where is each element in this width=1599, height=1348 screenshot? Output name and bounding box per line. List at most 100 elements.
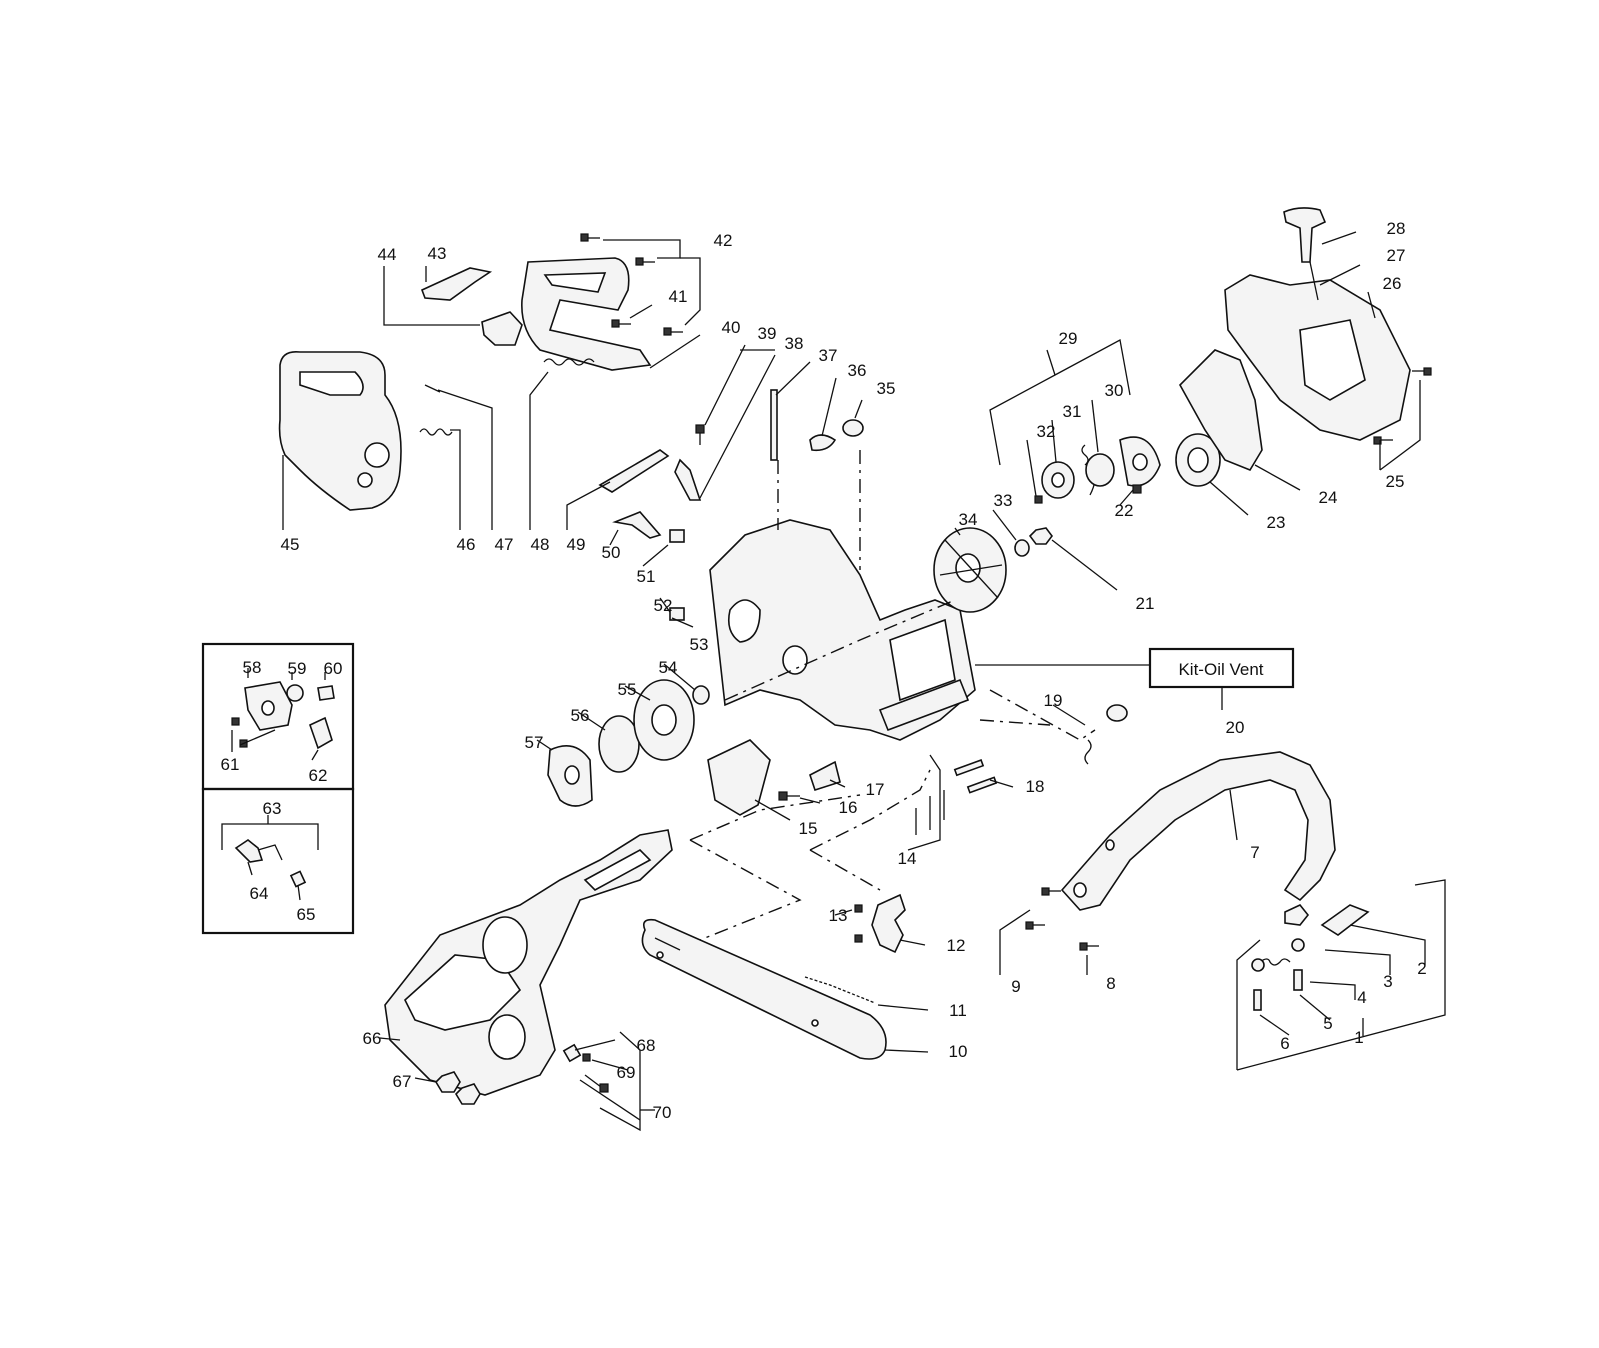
chain-tensioner-parts [562,1043,609,1093]
part-number-64: 64 [250,884,269,903]
deflector-17-part [809,760,841,792]
part-number-31: 31 [1063,402,1082,421]
clutch-assembly-parts [1034,436,1161,504]
part-number-8: 8 [1106,974,1115,993]
spring-46-part [419,428,453,436]
screws-13-part [854,904,863,943]
part-number-6: 6 [1280,1034,1289,1053]
front-handle-bar-part [1060,751,1336,911]
part-number-14: 14 [898,849,917,868]
part-number-41: 41 [669,287,688,306]
part-number-37: 37 [819,346,838,365]
part-number-10: 10 [949,1042,968,1061]
trigger-part [420,267,493,301]
crankcase-part [709,519,976,741]
part-number-55: 55 [618,680,637,699]
handle-mount-parts [1251,904,1370,1011]
starter-housing-part [1224,274,1411,441]
kit-oil-vent-label: Kit-Oil Vent [1178,660,1263,679]
part-number-13: 13 [829,906,848,925]
starter-cord-part [1309,261,1319,301]
part-number-54: 54 [659,658,678,677]
part-number-53: 53 [690,635,709,654]
oil-line-inset-parts [221,815,319,901]
pins-14-part [915,790,945,835]
inset-box-oil-line [201,787,355,935]
screw-16-part [778,791,800,801]
part-number-1: 1 [1354,1028,1363,1047]
part-number-9: 9 [1011,977,1020,996]
part-number-60: 60 [324,659,343,678]
lockout-part [481,311,523,346]
screws-25-part [1373,367,1432,445]
part-number-25: 25 [1386,472,1405,491]
part-number-20: 20 [1226,718,1245,737]
part-number-43: 43 [428,244,447,263]
guide-bar-part [641,918,887,1060]
part-number-66: 66 [363,1029,382,1048]
part-number-70: 70 [653,1103,672,1122]
oil-vent-part [1084,704,1128,765]
part-number-12: 12 [947,936,966,955]
part-number-40: 40 [722,318,741,337]
part-number-45: 45 [281,535,300,554]
part-number-3: 3 [1383,972,1392,991]
washer-33-part [1014,539,1030,557]
clutch-side-parts [547,679,710,807]
screws-42-part [580,233,683,336]
part-number-49: 49 [567,535,586,554]
kit-oil-vent-box [1148,647,1295,689]
part-number-35: 35 [877,379,896,398]
bar-nuts-part [434,1071,481,1105]
oil-pump-inset-parts [231,668,335,761]
part-number-28: 28 [1387,219,1406,238]
part-number-52: 52 [654,596,673,615]
part-number-7: 7 [1250,843,1259,862]
part-number-42: 42 [714,231,733,250]
part-number-5: 5 [1323,1014,1332,1033]
handle-screws-part [1025,887,1099,951]
part-number-23: 23 [1267,513,1286,532]
part-number-51: 51 [637,567,656,586]
sprocket-cover-part [384,829,673,1096]
starter-plate-part [1179,349,1263,471]
part-number-27: 27 [1387,246,1406,265]
part-number-11: 11 [949,1001,967,1020]
part-number-68: 68 [637,1036,656,1055]
part-number-32: 32 [1037,422,1056,441]
part-number-47: 47 [495,535,514,554]
part-number-63: 63 [263,799,282,818]
oil-pump-parts [770,389,864,461]
part-number-44: 44 [378,245,397,264]
handle-frame-part [521,257,652,371]
part-number-39: 39 [758,324,777,343]
part-number-18: 18 [1026,777,1045,796]
part-number-58: 58 [243,658,262,677]
spur-12-part [871,893,906,954]
part-number-15: 15 [799,819,818,838]
bar-studs-part [953,759,998,794]
pin-47-part [424,384,441,393]
throttle-linkage-parts [598,424,705,621]
part-number-57: 57 [525,733,544,752]
drum-23-part [1175,433,1221,487]
part-number-4: 4 [1357,988,1366,1007]
part-number-38: 38 [785,334,804,353]
part-number-69: 69 [617,1063,636,1082]
part-number-36: 36 [848,361,867,380]
nut-21-part [1028,527,1053,545]
part-number-48: 48 [531,535,550,554]
spring-48-part [543,358,595,366]
part-number-19: 19 [1044,691,1063,710]
part-number-2: 2 [1417,959,1426,978]
part-number-34: 34 [959,510,978,529]
flywheel-part [933,527,1007,613]
part-number-33: 33 [994,491,1013,510]
part-number-67: 67 [393,1072,412,1091]
part-number-59: 59 [288,659,307,678]
part-number-22: 22 [1115,501,1134,520]
part-number-21: 21 [1136,594,1155,613]
chain-guide-plate-part [707,739,771,816]
part-number-29: 29 [1059,329,1078,348]
